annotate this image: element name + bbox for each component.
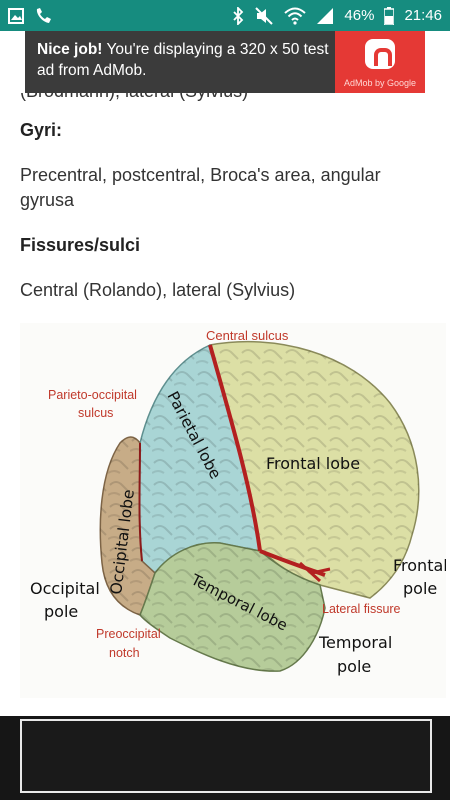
admob-brand-text: AdMob by Google: [343, 78, 417, 88]
gyri-heading: Gyri:: [20, 120, 63, 140]
bluetooth-icon: [233, 6, 244, 25]
label-preoccipital-2: notch: [109, 646, 140, 660]
admob-logo[interactable]: AdMob by Google: [335, 31, 425, 93]
phone-icon: [36, 7, 51, 23]
status-left: [8, 7, 52, 25]
bottom-ad-slot[interactable]: [20, 719, 432, 793]
label-preoccipital-1: Preoccipital: [96, 627, 161, 641]
gyri-text: Precentral, postcentral, Broca's area, a…: [20, 165, 381, 210]
brain-diagram: Central sulcus Parieto-occipital sulcus …: [20, 323, 446, 698]
central-sulcus-line: [208, 344, 262, 552]
article-content[interactable]: (Brodmann), lateral (Sylvius) Gyri: Prec…: [0, 93, 450, 716]
label-parieto-occipital-2: sulcus: [78, 406, 113, 420]
label-frontal-pole-1: Frontal: [393, 556, 446, 575]
lateral-fissure-line: [259, 549, 326, 577]
mute-icon: [255, 6, 274, 25]
label-lateral-fissure: Lateral fissure: [322, 602, 401, 616]
label-frontal-pole-2: pole: [403, 579, 437, 598]
battery-icon: [384, 6, 395, 25]
parieto-occipital-line: [138, 442, 143, 562]
image-icon: [8, 7, 24, 24]
clipped-text: (Brodmann), lateral (Sylvius): [20, 93, 248, 102]
ad-body-text: You're displaying a 320 x 50 test ad fro…: [37, 41, 329, 79]
battery-percent: 46%: [344, 7, 375, 24]
label-temporal-pole-1: Temporal: [318, 633, 392, 652]
admob-icon: [365, 39, 395, 69]
status-right: 46% 21:46: [232, 6, 442, 25]
fissures-heading: Fissures/sulci: [20, 235, 141, 255]
ad-banner[interactable]: Nice job! You're displaying a 320 x 50 t…: [25, 31, 425, 93]
label-temporal-pole-2: pole: [337, 657, 371, 676]
label-central-sulcus: Central sulcus: [206, 328, 289, 343]
label-occipital-pole-1: Occipital: [30, 579, 100, 598]
signal-icon: [317, 7, 334, 24]
status-bar: 46% 21:46: [0, 0, 450, 31]
label-parieto-occipital-1: Parieto-occipital: [48, 388, 137, 402]
ad-text: Nice job! You're displaying a 320 x 50 t…: [37, 39, 337, 81]
clock: 21:46: [404, 7, 442, 24]
ad-bold-text: Nice job!: [37, 41, 103, 58]
label-frontal-lobe: Frontal lobe: [266, 454, 360, 473]
brain-svg: Central sulcus Parieto-occipital sulcus …: [30, 328, 446, 676]
label-occipital-pole-2: pole: [44, 602, 78, 621]
wifi-icon: [284, 7, 307, 25]
bottom-bar: [0, 716, 450, 800]
fissures-text: Central (Rolando), lateral (Sylvius): [20, 280, 296, 300]
